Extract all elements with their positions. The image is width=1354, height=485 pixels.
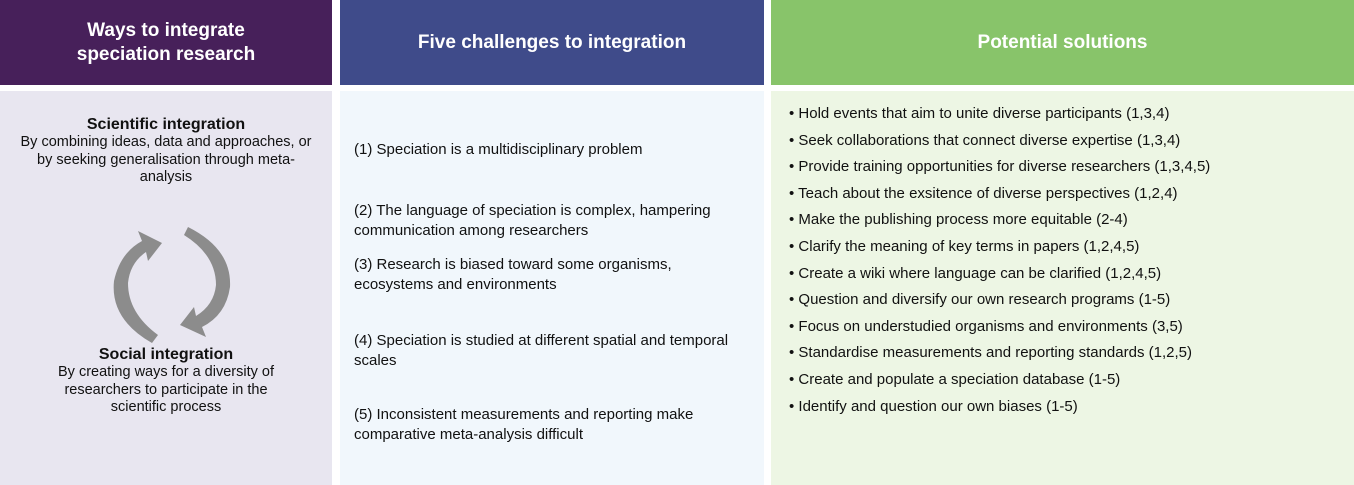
solution-item: • Create and populate a speciation datab… [789, 370, 1121, 388]
ways-header-text: Ways to integrate speciation research [76, 19, 256, 65]
solutions-header: Potential solutions [771, 0, 1354, 85]
solution-item: • Question and diversify our own researc… [789, 291, 1171, 309]
ways-header: Ways to integrate speciation research [0, 0, 332, 85]
solution-item: • Provide training opportunities for div… [789, 158, 1211, 176]
challenge-item: (4) Speciation is studied at different s… [354, 332, 729, 369]
challenges-panel: (1) Speciation is a multidisciplinary pr… [340, 91, 764, 485]
upward-arrow-icon [113, 231, 162, 343]
social-integration-title: Social integration [98, 346, 234, 363]
social-integration-description: By creating ways for a diversity of rese… [58, 364, 274, 415]
scientific-integration: Scientific integration By combining idea… [0, 115, 332, 187]
solution-item: • Hold events that aim to unite diverse … [789, 105, 1170, 122]
solutions-panel: • Hold events that aim to unite diverse … [771, 91, 1354, 485]
solution-item: • Create a wiki where language can be cl… [789, 264, 1162, 282]
solution-item: • Seek collaborations that connect diver… [789, 131, 1181, 149]
challenge-item: (2) The language of speciation is comple… [354, 202, 711, 239]
solution-item: • Teach about the exsitence of diverse p… [789, 184, 1178, 202]
solution-item: • Identify and question our own biases (… [789, 397, 1078, 415]
challenge-item: (1) Speciation is a multidisciplinary pr… [354, 141, 643, 158]
solutions-header-text: Potential solutions [977, 31, 1148, 53]
challenge-item: (5) Inconsistent measurements and report… [354, 406, 694, 443]
scientific-integration-title: Scientific integration [86, 116, 246, 133]
solution-item: • Make the publishing process more equit… [789, 211, 1128, 229]
solution-item: • Clarify the meaning of key terms in pa… [789, 237, 1140, 255]
ways-panel: Scientific integration By combining idea… [0, 91, 332, 485]
solution-item: • Focus on understudied organisms and en… [789, 317, 1183, 335]
social-integration: Social integration By creating ways for … [0, 345, 332, 417]
solutions-list: • Hold events that aim to unite diverse … [789, 104, 1348, 423]
circular-arrows-icon [113, 227, 231, 343]
challenges-header: Five challenges to integration [340, 0, 764, 85]
solution-item: • Standardise measurements and reporting… [789, 344, 1192, 362]
scientific-integration-description: By combining ideas, data and approaches,… [20, 134, 312, 185]
downward-arrow-icon [180, 227, 231, 337]
challenges-header-text: Five challenges to integration [417, 31, 687, 53]
challenge-item: (3) Research is biased toward some organ… [354, 256, 672, 293]
